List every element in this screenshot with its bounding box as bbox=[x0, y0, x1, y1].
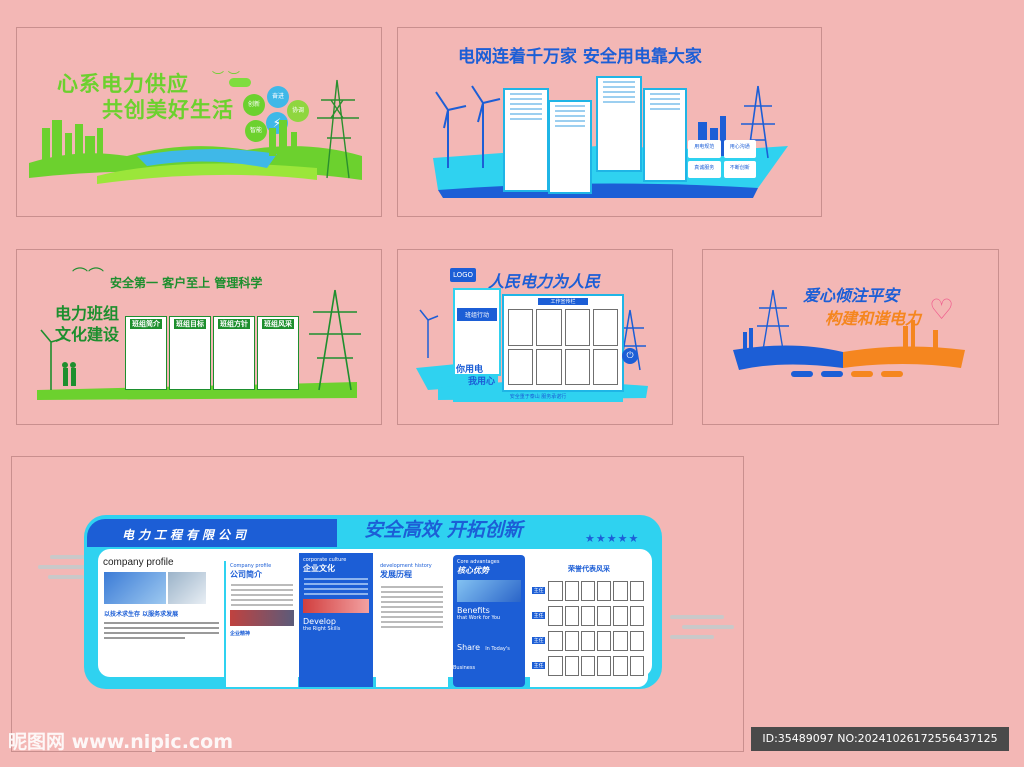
team-card: 班组目标 bbox=[169, 316, 211, 390]
left-column-block: 班组行动 bbox=[453, 288, 501, 376]
heart-icon: ♡ bbox=[929, 293, 955, 326]
company-name: 电力工程有限公司 bbox=[122, 528, 251, 542]
logo-badge: LOGO bbox=[450, 268, 476, 282]
card-title: 班组目标 bbox=[174, 319, 206, 329]
service-button[interactable]: 用心沟通 bbox=[723, 140, 756, 158]
column-title: 发展历程 bbox=[380, 570, 412, 579]
hex-badge: 智能 bbox=[245, 120, 267, 142]
hex-badge: 创新 bbox=[243, 94, 265, 116]
rating-stars: ★★★★★ bbox=[585, 532, 640, 545]
honor-grid: 主任 主任 主任 主任 bbox=[532, 578, 645, 678]
column-development-history: development history 发展历程 bbox=[376, 561, 448, 687]
column-photo bbox=[230, 610, 294, 626]
board-grid bbox=[508, 309, 618, 385]
company-header bbox=[87, 519, 337, 547]
column-title: 企业文化 bbox=[303, 564, 335, 573]
slogan: 电网连着千万家 安全用电靠大家 bbox=[458, 47, 702, 67]
board-cell bbox=[508, 309, 534, 346]
benefits-title: Benefits bbox=[457, 606, 490, 615]
bulletin-board: 工作宣传栏 bbox=[502, 294, 624, 392]
board-cell bbox=[536, 309, 562, 346]
service-button[interactable]: 真诚服务 bbox=[688, 160, 721, 178]
side-text-2: 我用心 bbox=[468, 377, 496, 387]
side-text-1: 你用电 bbox=[456, 365, 484, 375]
service-button-grid: 用电规范 用心沟通 真诚服务 不断创新 bbox=[688, 140, 756, 178]
image-id-bar: ID:35489097 NO:20241026172556437125 bbox=[751, 727, 1009, 751]
benefits-subtitle: that Work for You bbox=[457, 615, 501, 621]
slogan-line-2: 构建和谐电力 bbox=[825, 309, 922, 328]
board-title: 工作宣传栏 bbox=[538, 298, 588, 305]
profile-subtitle: 以技术求生存 以服务求发展 bbox=[104, 611, 179, 618]
board-cell bbox=[536, 348, 562, 385]
share-title: Share bbox=[457, 643, 481, 652]
wall-slogan: 安全高效 开拓创新 bbox=[364, 519, 523, 541]
design-panel-people-power: LOGO 人民电力为人民 班组行动 你用电 我用心 工作宣传栏 ⏻ 安全重于泰山… bbox=[397, 249, 673, 425]
card-title: 班组简介 bbox=[130, 319, 162, 329]
column-title: 公司简介 bbox=[230, 570, 262, 579]
row-label: 主任 bbox=[532, 662, 546, 669]
birds-icon: ⌒⌒ bbox=[72, 266, 105, 285]
design-panel-company-wall: 电力工程有限公司 安全高效 开拓创新 ★★★★★ company profile… bbox=[11, 456, 744, 752]
hex-badge: 奋进 bbox=[267, 86, 289, 108]
team-card: 班组简介 bbox=[125, 316, 167, 390]
board-cell bbox=[564, 309, 590, 346]
slogan-line-2: 文化建设 bbox=[55, 325, 120, 344]
power-landscape bbox=[29, 79, 362, 184]
power-plug-icon: ⏻ bbox=[622, 348, 638, 364]
develop-title: Develop bbox=[303, 617, 336, 626]
column-core-advantages: Core advantages 核心优势 Benefits that Work … bbox=[453, 555, 525, 687]
info-card bbox=[596, 76, 642, 172]
footer-banner: 安全重于泰山 服务承诺行 bbox=[453, 392, 623, 402]
column-tag: 企业精神 bbox=[230, 631, 251, 637]
column-en-label: corporate culture bbox=[303, 557, 347, 563]
slogan-top: 安全第一 客户至上 管理科学 bbox=[110, 276, 263, 290]
card-title: 班组方针 bbox=[218, 319, 250, 329]
profile-text-lines bbox=[104, 619, 219, 642]
row-label: 主任 bbox=[532, 612, 546, 619]
info-card bbox=[548, 100, 592, 194]
board-cell bbox=[508, 348, 534, 385]
design-panel-power-supply: 心系电力供应 共创美好生活 ︶ ︶ 创新 奋进 协调 智能 ⚡ bbox=[16, 27, 382, 217]
slogan-line-1: 电力班组 bbox=[55, 304, 120, 323]
advantage-photo bbox=[457, 580, 521, 602]
card-title: 班组风采 bbox=[262, 319, 294, 329]
column-company-profile: Company profile 公司简介 企业精神 bbox=[224, 561, 298, 687]
profile-title: company profile bbox=[103, 557, 174, 568]
info-card bbox=[503, 88, 549, 192]
action-badge: 班组行动 bbox=[457, 308, 497, 321]
image-id-text: ID:35489097 NO:20241026172556437125 bbox=[762, 732, 998, 745]
hex-badge: 协调 bbox=[287, 100, 309, 122]
team-card: 班组风采 bbox=[257, 316, 299, 390]
board-cell bbox=[564, 348, 590, 385]
team-card: 班组方针 bbox=[213, 316, 255, 390]
slogan-line-1: 心系电力供应 bbox=[57, 72, 189, 96]
honor-title: 荣誉代表风采 bbox=[568, 565, 610, 573]
column-en-label: Core advantages bbox=[457, 559, 500, 565]
slogan: 人民电力为人民 bbox=[488, 272, 601, 291]
column-en-label: Company profile bbox=[230, 563, 272, 569]
info-card bbox=[643, 88, 687, 182]
column-corporate-culture: corporate culture 企业文化 Develop the Right… bbox=[299, 553, 373, 687]
harmony-scene bbox=[733, 289, 965, 377]
develop-subtitle: the Right Skills bbox=[303, 626, 341, 632]
board-cell bbox=[592, 348, 618, 385]
slogan-line-1: 爱心倾注平安 bbox=[803, 286, 900, 305]
design-panel-harmony: 爱心倾注平安 构建和谐电力 ♡ bbox=[702, 249, 999, 425]
row-label: 主任 bbox=[532, 637, 546, 644]
service-button[interactable]: 用电规范 bbox=[688, 140, 721, 158]
develop-photo bbox=[303, 599, 369, 613]
design-panel-grid: 电网连着千万家 安全用电靠大家 用电规范 用心沟通 真诚服务 不断创新 bbox=[397, 27, 822, 217]
row-label: 主任 bbox=[532, 587, 546, 594]
cloud-icon bbox=[229, 78, 251, 87]
service-button[interactable]: 不断创新 bbox=[723, 160, 756, 178]
design-panel-team-culture: ⌒⌒ 安全第一 客户至上 管理科学 电力班组 文化建设 班组简介 班组目标 班组… bbox=[16, 249, 382, 425]
board-cell bbox=[592, 309, 618, 346]
site-watermark: 昵图网 www.nipic.com bbox=[8, 731, 234, 753]
column-en-label: development history bbox=[380, 563, 432, 569]
column-title: 核心优势 bbox=[457, 566, 489, 575]
slogan-line-2: 共创美好生活 bbox=[102, 98, 234, 122]
profile-photo-handshake bbox=[168, 572, 206, 604]
profile-photo-buildings bbox=[104, 572, 166, 604]
share-subtitle: In Today's Business bbox=[453, 646, 510, 671]
